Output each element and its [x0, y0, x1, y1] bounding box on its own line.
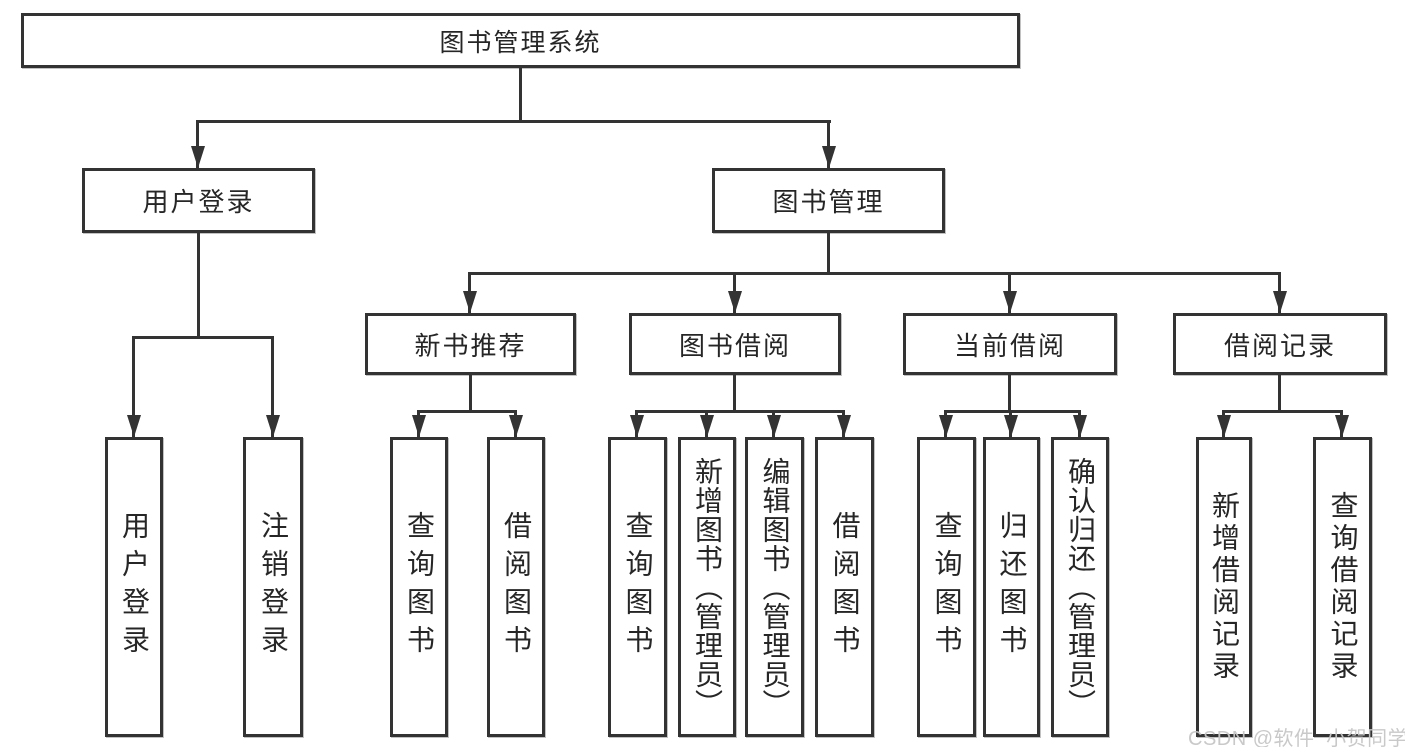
leaf-br-query-record: 查询借阅记录: [1313, 437, 1372, 737]
arrow-to-new-book-rec: [468, 272, 471, 313]
node-borrow-records-label: 借阅记录: [1223, 330, 1336, 361]
leaf-cb-query-books: 查询图书: [917, 437, 976, 737]
leaf-logout-label: 注销登录: [258, 511, 289, 663]
connector-new-book-rec-stub: [469, 375, 472, 410]
connector-current-borrow-stub: [1008, 375, 1011, 410]
arrow-to-user-login: [196, 120, 199, 168]
leaf-cb-return-books: 归还图书: [983, 437, 1040, 737]
node-book-borrow-label: 图书借阅: [678, 330, 791, 361]
connector-user-login-stub: [197, 233, 200, 336]
leaf-cb-return-books-label: 归还图书: [996, 511, 1028, 663]
leaf-bb-edit-books-admin: 编辑图书（管理员）: [745, 437, 804, 737]
node-book-borrow: 图书借阅: [629, 313, 841, 375]
arrow-bb-leaf1: [635, 410, 638, 437]
leaf-bb-query-books: 查询图书: [608, 437, 667, 737]
arrow-bb-leaf2: [705, 410, 708, 437]
arrow-bb-leaf3: [772, 410, 775, 437]
node-current-borrow: 当前借阅: [903, 313, 1117, 375]
leaf-cb-confirm-return-admin-label: 确认归还（管理员）: [1065, 456, 1096, 718]
arrow-bb-leaf4: [842, 410, 845, 437]
node-root: 图书管理系统: [21, 13, 1020, 68]
arrow-to-leaf-login: [132, 336, 135, 437]
leaf-cb-query-books-label: 查询图书: [931, 511, 963, 663]
connector-root-stub: [519, 68, 522, 120]
leaf-bb-add-books-admin: 新增图书（管理员）: [678, 437, 736, 737]
connector-borrow-records-stub: [1278, 375, 1281, 410]
connector-new-book-rec-rail: [418, 410, 517, 413]
arrow-to-book-mgmt: [827, 120, 830, 168]
csdn-watermark: CSDN @软件_小贺同学: [1188, 728, 1405, 747]
leaf-user-login-label: 用户登录: [119, 511, 150, 663]
leaf-bb-query-books-label: 查询图书: [622, 511, 654, 663]
arrow-br-leaf1: [1222, 410, 1225, 437]
arrow-to-leaf-logout: [271, 336, 274, 437]
connector-book-borrow-rail: [636, 410, 845, 413]
arrow-to-current-borrow: [1008, 272, 1011, 313]
leaf-user-login: 用户登录: [105, 437, 163, 737]
leaf-cb-confirm-return-admin: 确认归还（管理员）: [1051, 437, 1109, 737]
leaf-nbr-borrow-books-label: 借阅图书: [501, 511, 532, 663]
leaf-bb-add-books-admin-label: 新增图书（管理员）: [692, 456, 723, 718]
connector-user-login-rail: [133, 336, 274, 339]
leaf-nbr-query-books: 查询图书: [390, 437, 448, 737]
connector-level3-rail: [469, 272, 1281, 275]
arrow-nbr-leaf1: [417, 410, 420, 437]
leaf-bb-edit-books-admin-label: 编辑图书（管理员）: [759, 456, 791, 718]
arrow-nbr-leaf2: [514, 410, 517, 437]
leaf-br-query-record-label: 查询借阅记录: [1327, 491, 1359, 683]
arrow-to-borrow-records: [1278, 272, 1281, 313]
node-user-login: 用户登录: [82, 168, 315, 233]
arrow-to-book-borrow: [733, 272, 736, 313]
leaf-br-add-record: 新增借阅记录: [1196, 437, 1252, 737]
leaf-bb-borrow-books-label: 借阅图书: [829, 511, 861, 663]
node-new-book-rec-label: 新书推荐: [414, 330, 527, 361]
connector-book-mgmt-stub: [827, 233, 830, 272]
connector-level2-rail: [197, 120, 831, 123]
node-book-mgmt: 图书管理: [712, 168, 945, 233]
leaf-logout: 注销登录: [243, 437, 303, 737]
node-new-book-rec: 新书推荐: [365, 313, 576, 375]
leaf-nbr-borrow-books: 借阅图书: [487, 437, 545, 737]
node-borrow-records: 借阅记录: [1173, 313, 1387, 375]
node-root-label: 图书管理系统: [439, 28, 602, 57]
node-book-mgmt-label: 图书管理: [772, 187, 885, 217]
connector-book-borrow-stub: [733, 375, 736, 410]
leaf-bb-borrow-books: 借阅图书: [815, 437, 874, 737]
arrow-cb-leaf1: [944, 410, 947, 437]
connector-current-borrow-rail: [945, 410, 1081, 413]
arrow-cb-leaf2: [1009, 410, 1012, 437]
leaf-br-add-record-label: 新增借阅记录: [1209, 491, 1240, 683]
connector-borrow-records-rail: [1223, 410, 1343, 413]
arrow-br-leaf2: [1340, 410, 1343, 437]
arrow-cb-leaf3: [1078, 410, 1081, 437]
node-user-login-label: 用户登录: [142, 187, 255, 217]
node-current-borrow-label: 当前借阅: [953, 330, 1066, 361]
leaf-nbr-query-books-label: 查询图书: [404, 511, 435, 663]
